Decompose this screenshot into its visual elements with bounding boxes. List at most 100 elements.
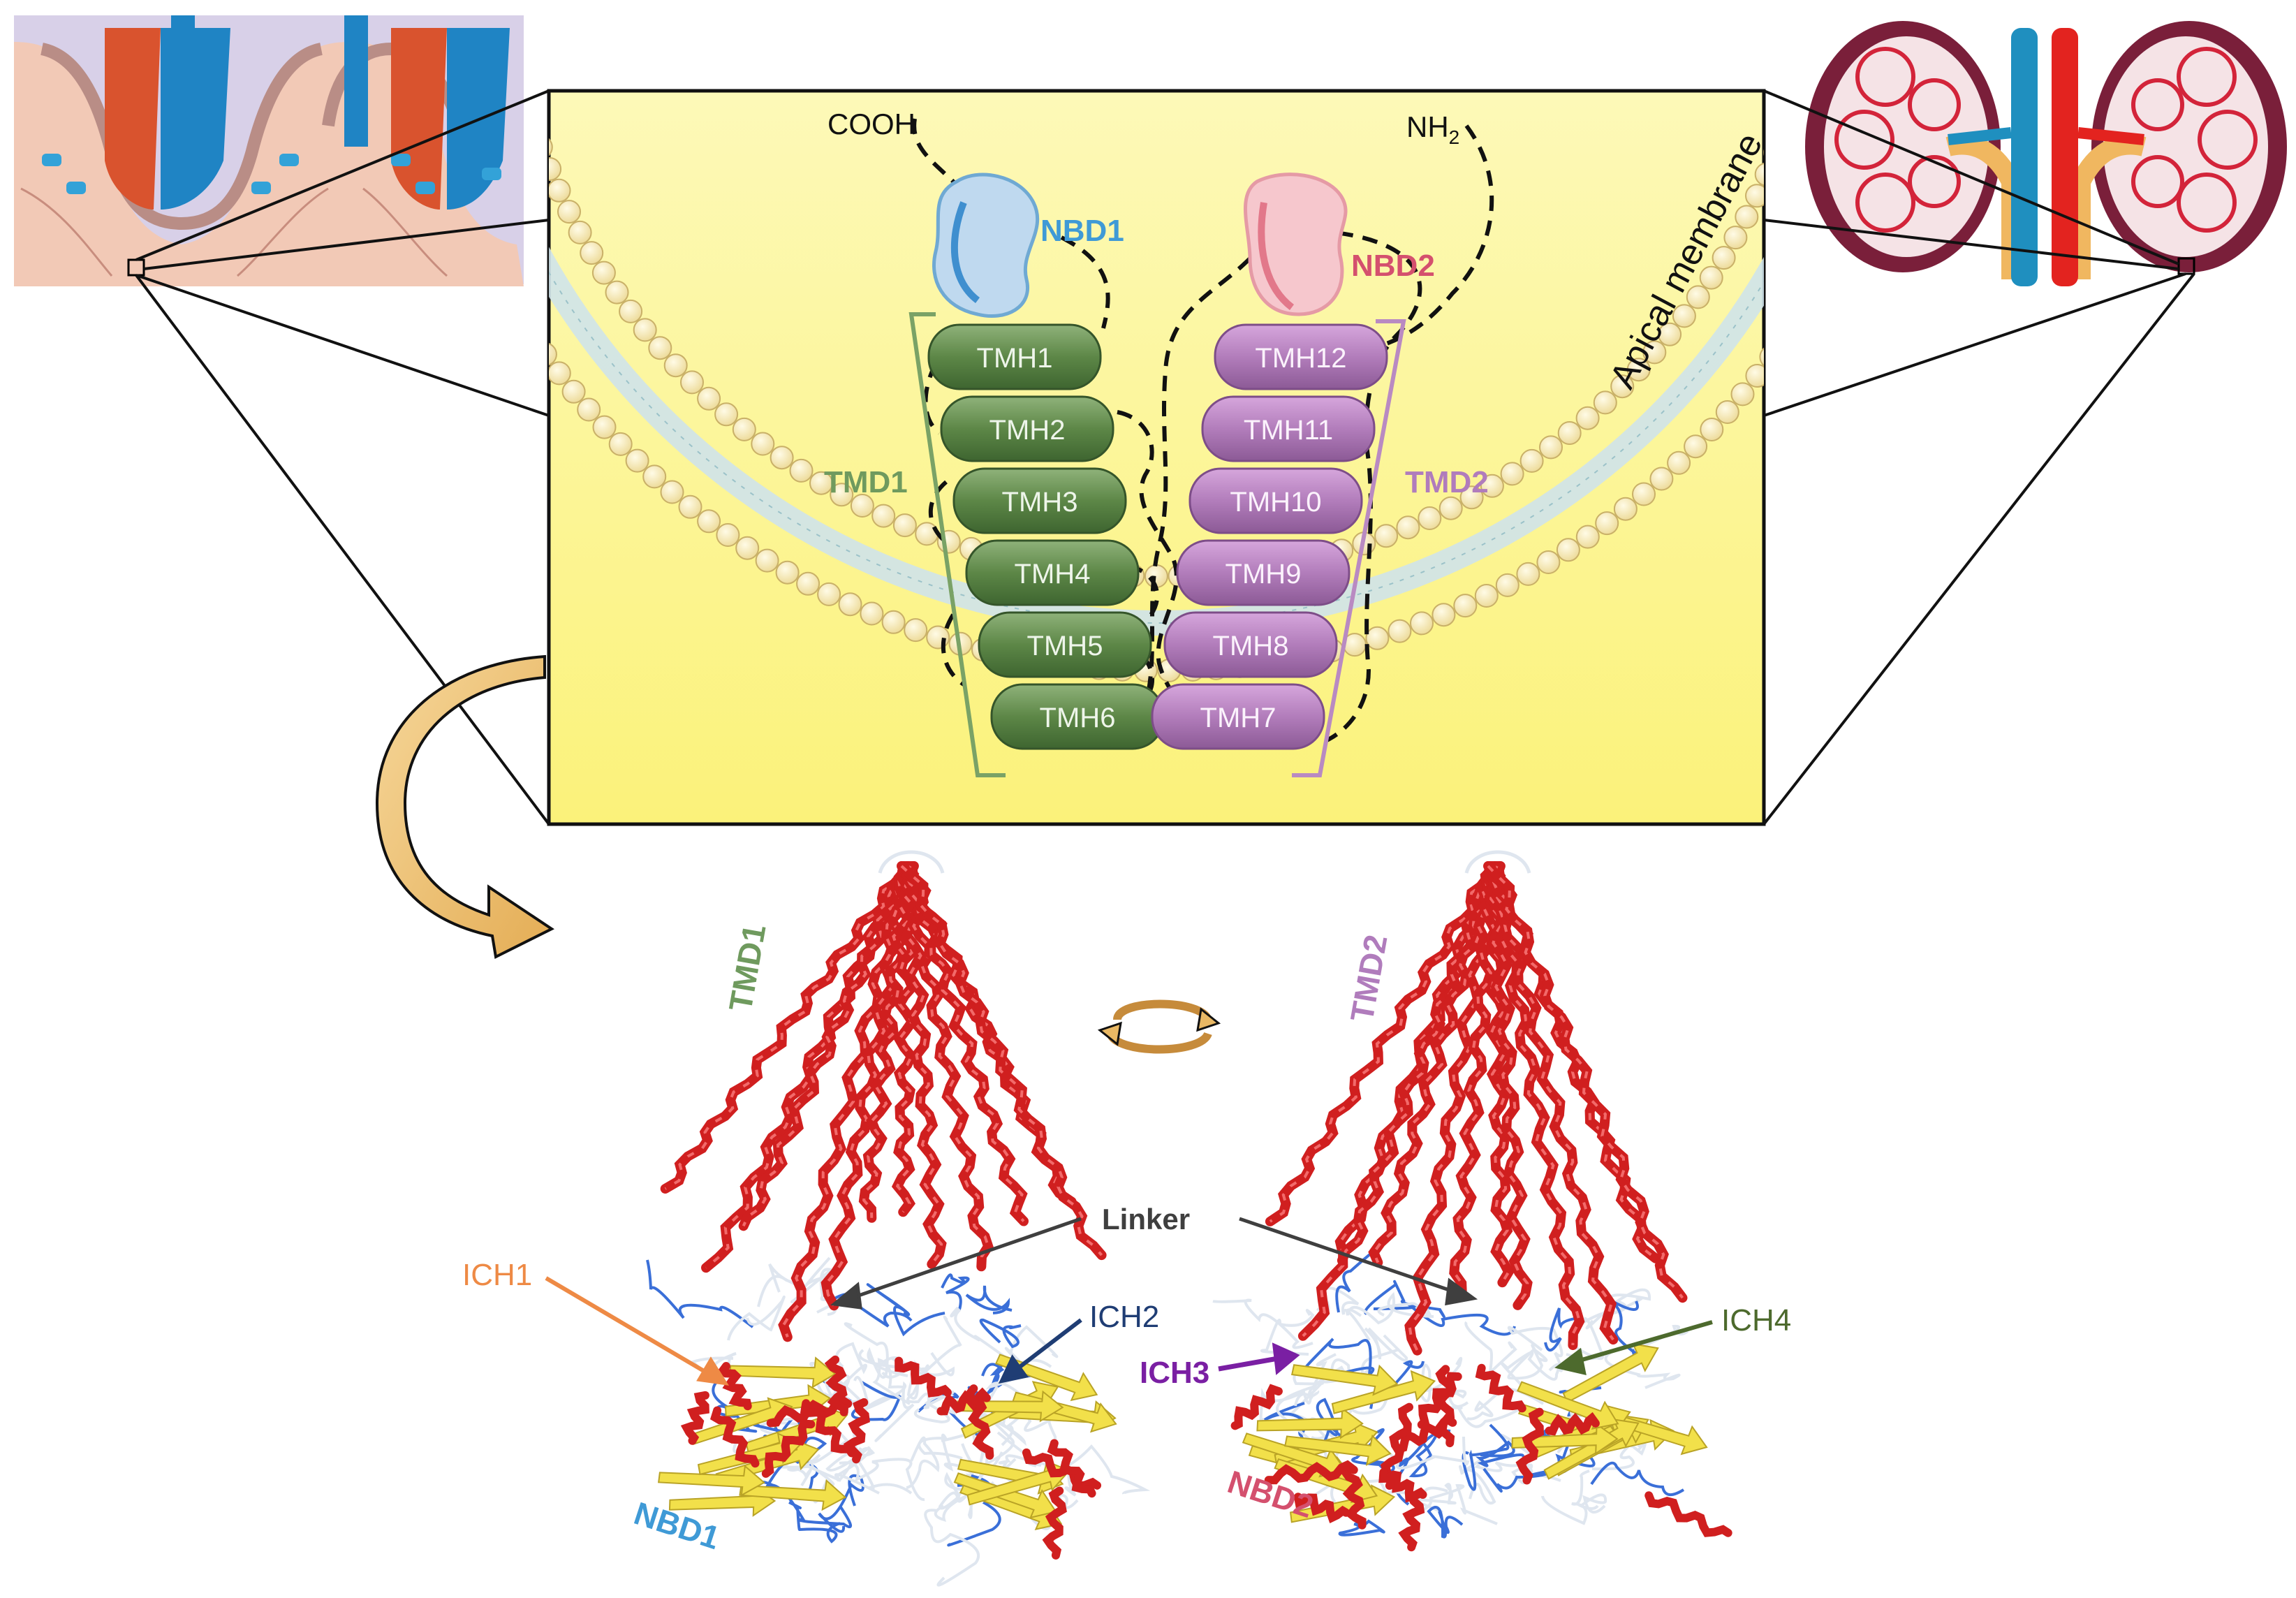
lipid-head	[1791, 52, 1813, 74]
lipid-head	[1821, 246, 1844, 268]
alpha-helix-short	[1475, 1363, 1526, 1413]
lipid-head	[1796, 29, 1818, 51]
lipid-head	[625, 448, 649, 473]
lipid-head	[549, 343, 557, 366]
lipid-head	[1712, 246, 1736, 270]
lipid-head	[549, 361, 571, 386]
lipid-head	[1672, 304, 1696, 328]
lipid-head	[892, 513, 917, 538]
coil-segment	[1304, 1337, 1375, 1378]
structure-view-1	[646, 850, 1151, 1587]
lipid-head	[697, 386, 721, 411]
lipid-head	[796, 571, 820, 596]
coil-segment	[646, 1259, 754, 1328]
coil-segment	[1364, 1327, 1408, 1362]
lipid-head	[732, 417, 756, 441]
apex-loop	[878, 850, 945, 874]
beta-sheet	[953, 1472, 1057, 1519]
lipid-head	[1500, 462, 1524, 486]
lipid-head	[926, 625, 950, 650]
lipid-head	[1772, 119, 1795, 142]
coil-segment	[765, 1458, 852, 1529]
coil-segment	[1544, 1307, 1580, 1351]
helix-tmh8: TMH8	[1163, 611, 1338, 678]
coil-segment	[1578, 1493, 1607, 1514]
svg-text:TMH1: TMH1	[977, 343, 1053, 374]
lipid-head	[1556, 538, 1580, 562]
helix-tmh2: TMH2	[940, 395, 1114, 462]
coil-segment	[863, 1381, 915, 1442]
lipid-head	[915, 522, 939, 546]
lipid-head	[1365, 626, 1390, 650]
lipid-head	[1810, 266, 1832, 288]
alpha-helix	[660, 861, 913, 1194]
alpha-helix-short	[1378, 1468, 1427, 1503]
lipid-head	[1474, 584, 1499, 608]
coil-segment	[872, 1358, 911, 1405]
lipid-head	[716, 523, 740, 547]
helix-tmh4: TMH4	[965, 539, 1140, 606]
alpha-helix-short	[1545, 1412, 1600, 1436]
coil-segment	[1541, 1469, 1590, 1525]
lipid-head	[619, 299, 643, 323]
linker-label: Linker	[1102, 1203, 1190, 1236]
alpha-helix-short	[1644, 1491, 1732, 1537]
svg-text:TMH8: TMH8	[1213, 631, 1289, 661]
lipid-head	[1759, 347, 1764, 367]
coil-segment	[1351, 1428, 1395, 1473]
lipid-head	[809, 471, 833, 495]
nbd1-label: NBD1	[1040, 214, 1124, 248]
tmd2-bracket	[1292, 319, 1406, 777]
lipid-head	[1779, 97, 1802, 119]
coil-segment	[1055, 1444, 1151, 1495]
lipid-head	[1649, 467, 1674, 491]
helix-highlight	[895, 865, 915, 1213]
cooh-terminus-label: COOH	[827, 108, 915, 140]
coil-segment	[944, 1449, 985, 1497]
helix-tmh5: TMH5	[978, 611, 1152, 678]
coil-segment	[965, 1285, 1013, 1314]
ich2-arrow	[998, 1318, 1082, 1384]
helix-tmh12: TMH12	[1214, 323, 1388, 390]
lipid-head	[1453, 594, 1478, 618]
kidney-illustration	[1805, 21, 2287, 286]
linker-arrows	[830, 1217, 1478, 1310]
lipid-head	[1642, 340, 1667, 365]
helix-tmh9: TMH9	[1176, 539, 1351, 606]
lipid-head	[561, 379, 586, 404]
nbd1-domain	[932, 173, 1040, 318]
lipid-head	[1686, 285, 1710, 309]
tmd1-bracket	[908, 312, 1006, 777]
rotate-icon	[1097, 999, 1221, 1054]
alpha-helix-short	[716, 1362, 752, 1411]
helix-highlight	[1372, 865, 1496, 1263]
alpha-helix-short	[1515, 1407, 1545, 1485]
lipid-head	[1632, 482, 1656, 506]
svg-text:TMH4: TMH4	[1015, 559, 1091, 589]
alpha-helix-short	[1264, 1460, 1358, 1485]
ich1-arrow	[545, 1276, 729, 1386]
beta-sheet	[1331, 1370, 1436, 1414]
helix-tmh6: TMH6	[990, 683, 1165, 750]
lipid-head	[1459, 485, 1484, 510]
helix-tmh7: TMH7	[1151, 683, 1325, 750]
lipid-head	[1745, 184, 1764, 208]
alpha-helix	[1485, 861, 1533, 1310]
lipid-head	[1786, 75, 1808, 97]
lipid-head	[751, 432, 775, 456]
struct-tmd2-label: TMD2	[1344, 932, 1394, 1024]
lipid-head	[1745, 364, 1764, 388]
lipid-head	[577, 397, 601, 422]
lipid-head	[605, 280, 629, 305]
lipid-head	[1774, 327, 1796, 349]
svg-text:TMH3: TMH3	[1002, 487, 1078, 518]
ich3-arrow	[1218, 1342, 1300, 1375]
coil-segment	[727, 1296, 786, 1341]
lipid-head	[678, 494, 702, 519]
lipid-head	[1798, 287, 1820, 309]
lipid-head	[904, 618, 928, 643]
coil-segment	[1427, 1506, 1464, 1539]
lipid-head	[1396, 515, 1420, 540]
helix-tmh10: TMH10	[1189, 467, 1363, 534]
lipid-head	[1432, 603, 1456, 627]
